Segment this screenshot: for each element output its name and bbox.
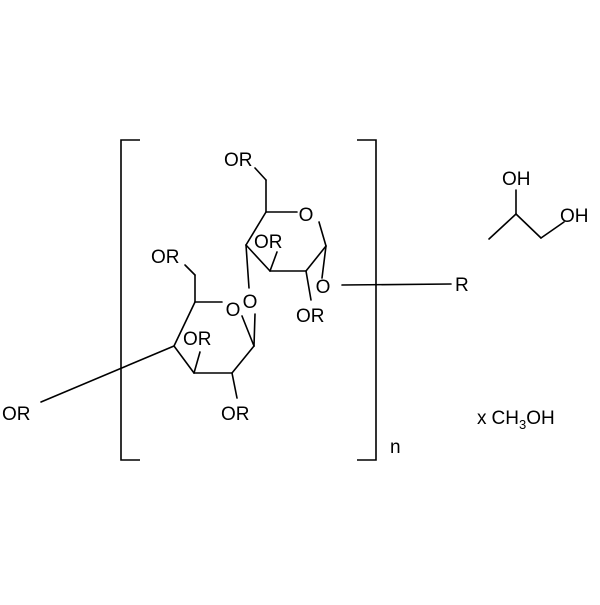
ring-oxygen-lower: O — [226, 300, 241, 321]
label-upper-ch2-or: OR — [224, 150, 253, 171]
solvate-formula-main: CH — [492, 408, 519, 429]
solvate-formula-tail: OH — [526, 408, 555, 429]
left-bracket — [120, 139, 140, 461]
right-bracket — [357, 139, 377, 461]
end-oxygen: O — [316, 277, 331, 298]
glycosidic-oxygen: O — [243, 292, 258, 313]
label-lower-ch2-or: OR — [151, 247, 180, 268]
propylene-glycol-oh-top: OH — [502, 169, 531, 190]
repeat-subscript-n: n — [390, 437, 401, 458]
solvate-prefix: x — [477, 408, 487, 429]
label-chain-end-or: OR — [2, 404, 31, 425]
glycosidic-linkages — [40, 244, 452, 403]
label-lower-c2-or: OR — [221, 404, 250, 425]
solvate-formula-subscript: 3 — [519, 417, 526, 432]
label-terminal-r: R — [455, 275, 469, 296]
upper-glucose-ring — [245, 167, 327, 301]
label-upper-c3-or: OR — [254, 232, 283, 253]
lower-glucose-ring — [173, 264, 255, 399]
label-lower-c3-or: OR — [183, 329, 212, 350]
label-upper-c2-or: OR — [296, 306, 325, 327]
propylene-glycol-skeleton — [488, 189, 565, 240]
propylene-glycol-oh-right: OH — [560, 206, 589, 227]
ring-oxygen-upper: O — [299, 205, 314, 226]
